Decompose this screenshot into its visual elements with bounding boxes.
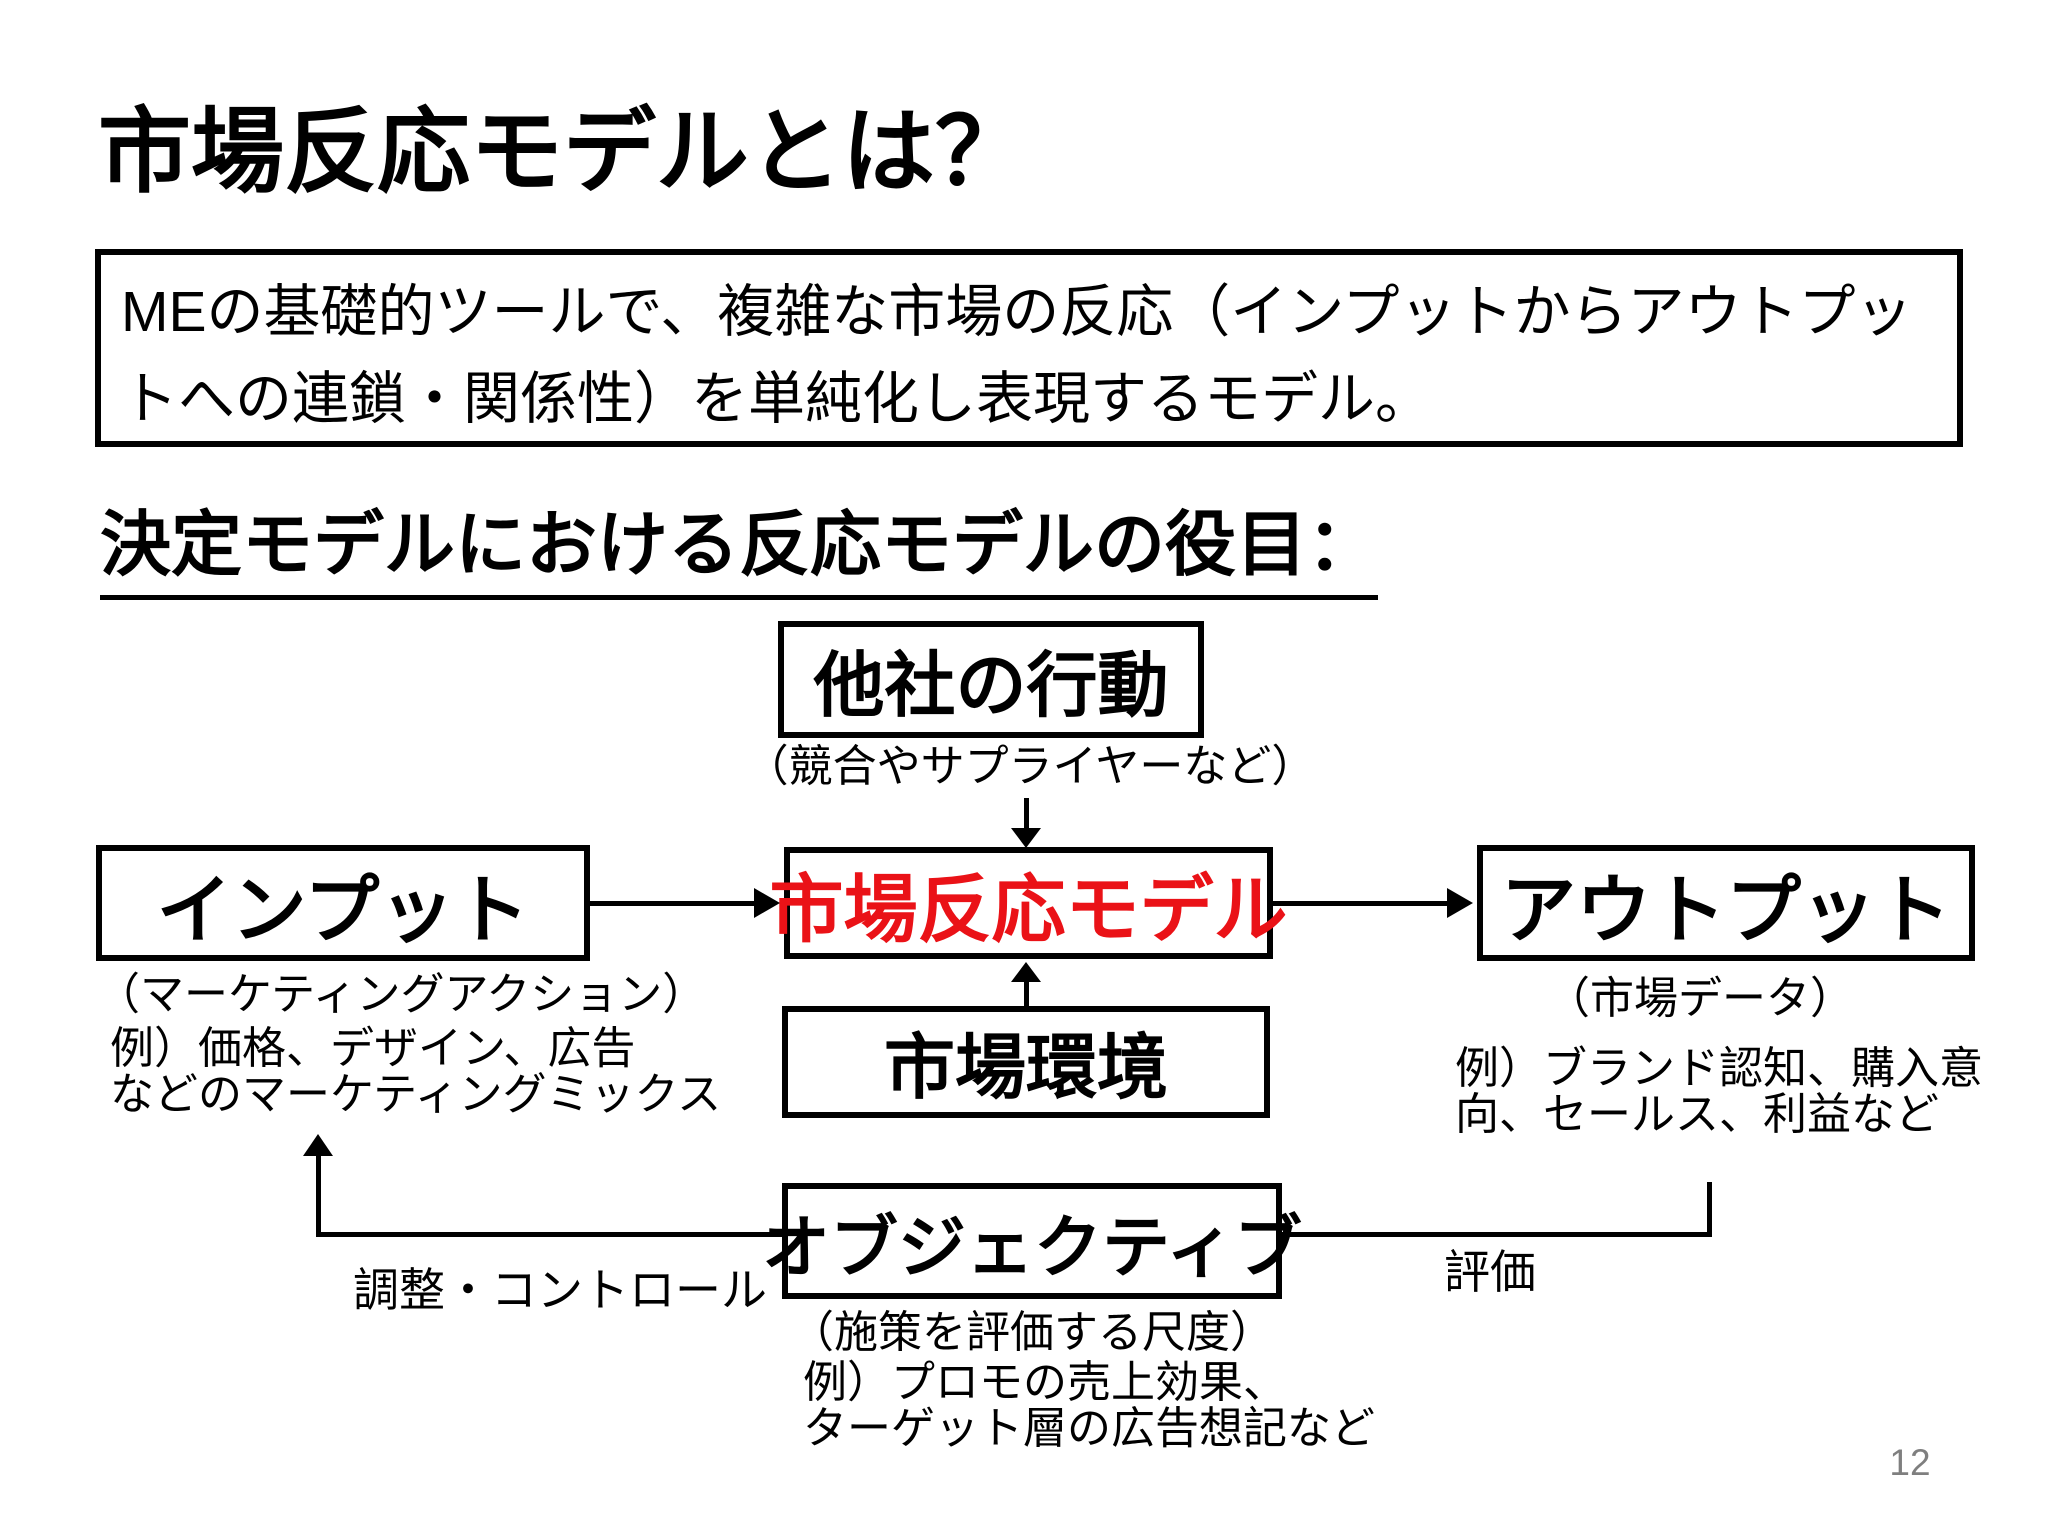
output-example-line1: 例）ブランド認知、購入意 (1455, 1044, 1983, 1093)
output-example-line2: 向、セールス、利益など (1455, 1090, 1939, 1139)
objective-example-line2: ターゲット層の広告想記など (803, 1404, 1375, 1453)
arrow-model-to-output-line (1273, 901, 1449, 906)
arrow-competitors-to-model-line (1024, 798, 1029, 832)
connector-objective-to-input-vertical (316, 1154, 321, 1237)
page-number: 12 (1889, 1442, 1931, 1483)
box-output-label: アウトプット (1500, 867, 1951, 952)
connector-output-to-objective-horizontal (1281, 1232, 1712, 1237)
box-objective: オブジェクティブ (762, 1183, 1302, 1299)
box-environment: 市場環境 (782, 1006, 1270, 1118)
edge-label-evaluate: 評価 (1444, 1246, 1536, 1298)
arrow-competitors-to-model-head (1011, 828, 1041, 848)
connector-output-to-objective-vertical (1707, 1182, 1712, 1237)
input-example-line1: 例）価格、デザイン、広告 (110, 1024, 636, 1073)
box-competitors: 他社の行動 (778, 621, 1204, 738)
intro-text-box: MEの基礎的ツールで、複雑な市場の反応（インプットからアウトプットへの連鎖・関係… (95, 249, 1963, 447)
connector-objective-to-input-horizontal (316, 1232, 782, 1237)
box-output: アウトプット (1477, 845, 1975, 961)
box-environment-label: 市場環境 (883, 1029, 1168, 1108)
caption-input: （マーケティングアクション） (96, 970, 707, 1019)
caption-objective: （施策を評価する尺度） (790, 1308, 1274, 1357)
arrow-environment-to-model-line (1024, 980, 1029, 1008)
caption-competitors: （競合やサプライヤーなど） (744, 742, 1316, 791)
arrow-environment-to-model-head (1011, 962, 1041, 982)
box-objective-label: オブジェクティブ (762, 1209, 1302, 1286)
box-input-label: インプット (156, 867, 530, 952)
arrow-input-to-model-head (754, 888, 780, 918)
arrow-input-to-model-line (590, 901, 758, 906)
intro-text: MEの基礎的ツールで、複雑な市場の反応（インプットからアウトプットへの連鎖・関係… (121, 280, 1913, 431)
input-example-line2: などのマーケティングミックス (110, 1070, 722, 1119)
connector-objective-to-input-head (303, 1134, 333, 1156)
box-market-response-model: 市場反応モデル (770, 847, 1288, 959)
edge-label-adjust-control: 調整・コントロール (353, 1264, 767, 1316)
section-heading: 決定モデルにおける反応モデルの役目： (100, 488, 1379, 600)
objective-example-line1: 例）プロモの売上効果、 (803, 1358, 1287, 1407)
page-title: 市場反応モデルとは？ (98, 100, 1028, 204)
arrow-model-to-output-head (1447, 888, 1473, 918)
caption-output: （市場データ） (1546, 974, 1854, 1023)
box-competitors-label: 他社の行動 (813, 646, 1169, 726)
box-market-response-model-label: 市場反応モデル (769, 867, 1288, 951)
box-input: インプット (96, 845, 590, 961)
